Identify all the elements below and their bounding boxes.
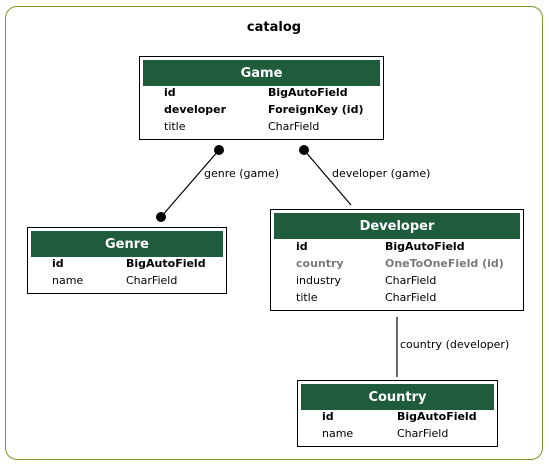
field-name: title	[164, 120, 186, 133]
field-name: id	[322, 410, 334, 423]
catalog-cluster: catalog	[5, 6, 543, 460]
field-type: CharField	[268, 120, 320, 133]
field-name: developer	[164, 103, 227, 116]
table-genre-title: Genre	[31, 231, 223, 257]
field-type: OneToOneField (id)	[385, 257, 504, 270]
field-name: name	[52, 274, 84, 287]
field-type: BigAutoField	[397, 410, 477, 423]
edge-genre-game-start-dot	[214, 145, 224, 155]
table-country-fields: id BigAutoField name CharField	[301, 409, 494, 443]
field-row: industry CharField	[274, 273, 520, 290]
edge-developer-game-dot	[299, 145, 309, 155]
field-row: title CharField	[274, 290, 520, 307]
edge-label-genre-game: genre (game)	[204, 167, 280, 180]
cluster-title: catalog	[246, 20, 302, 35]
field-type: CharField	[126, 274, 178, 287]
field-type: BigAutoField	[385, 240, 465, 253]
field-row: name CharField	[301, 426, 494, 443]
field-name: country	[296, 257, 344, 270]
table-developer-fields: id BigAutoField country OneToOneField (i…	[274, 239, 520, 307]
field-row: id BigAutoField	[301, 409, 494, 426]
field-name: id	[164, 86, 176, 99]
table-developer-title: Developer	[274, 213, 520, 239]
table-developer: Developer id BigAutoField country OneToO…	[270, 209, 524, 311]
edge-genre-game	[160, 149, 220, 218]
field-row: country OneToOneField (id)	[274, 256, 520, 273]
field-type: ForeignKey (id)	[268, 103, 364, 116]
field-row: id BigAutoField	[274, 239, 520, 256]
field-name: id	[52, 257, 64, 270]
table-country: Country id BigAutoField name CharField	[297, 380, 498, 447]
field-row: name CharField	[31, 273, 223, 290]
edge-label-country-developer: country (developer)	[400, 338, 510, 351]
edge-developer-game	[303, 149, 352, 206]
table-genre-fields: id BigAutoField name CharField	[31, 256, 223, 290]
field-name: title	[296, 291, 318, 304]
table-country-title: Country	[301, 384, 494, 410]
field-type: CharField	[397, 427, 449, 440]
field-row: id BigAutoField	[143, 85, 380, 102]
table-game-title: Game	[143, 60, 380, 86]
table-game-fields: id BigAutoField developer ForeignKey (id…	[143, 85, 380, 136]
table-genre: Genre id BigAutoField name CharField	[27, 227, 227, 294]
field-type: BigAutoField	[268, 86, 348, 99]
edge-label-developer-game: developer (game)	[332, 167, 431, 180]
field-row: title CharField	[143, 119, 380, 136]
field-name: name	[322, 427, 354, 440]
field-row: developer ForeignKey (id)	[143, 102, 380, 119]
field-type: CharField	[385, 291, 437, 304]
table-game: Game id BigAutoField developer ForeignKe…	[139, 56, 384, 140]
field-type: CharField	[385, 274, 437, 287]
field-name: id	[296, 240, 308, 253]
field-name: industry	[296, 274, 342, 287]
edge-genre-game-end-dot	[156, 212, 166, 222]
field-type: BigAutoField	[126, 257, 206, 270]
field-row: id BigAutoField	[31, 256, 223, 273]
